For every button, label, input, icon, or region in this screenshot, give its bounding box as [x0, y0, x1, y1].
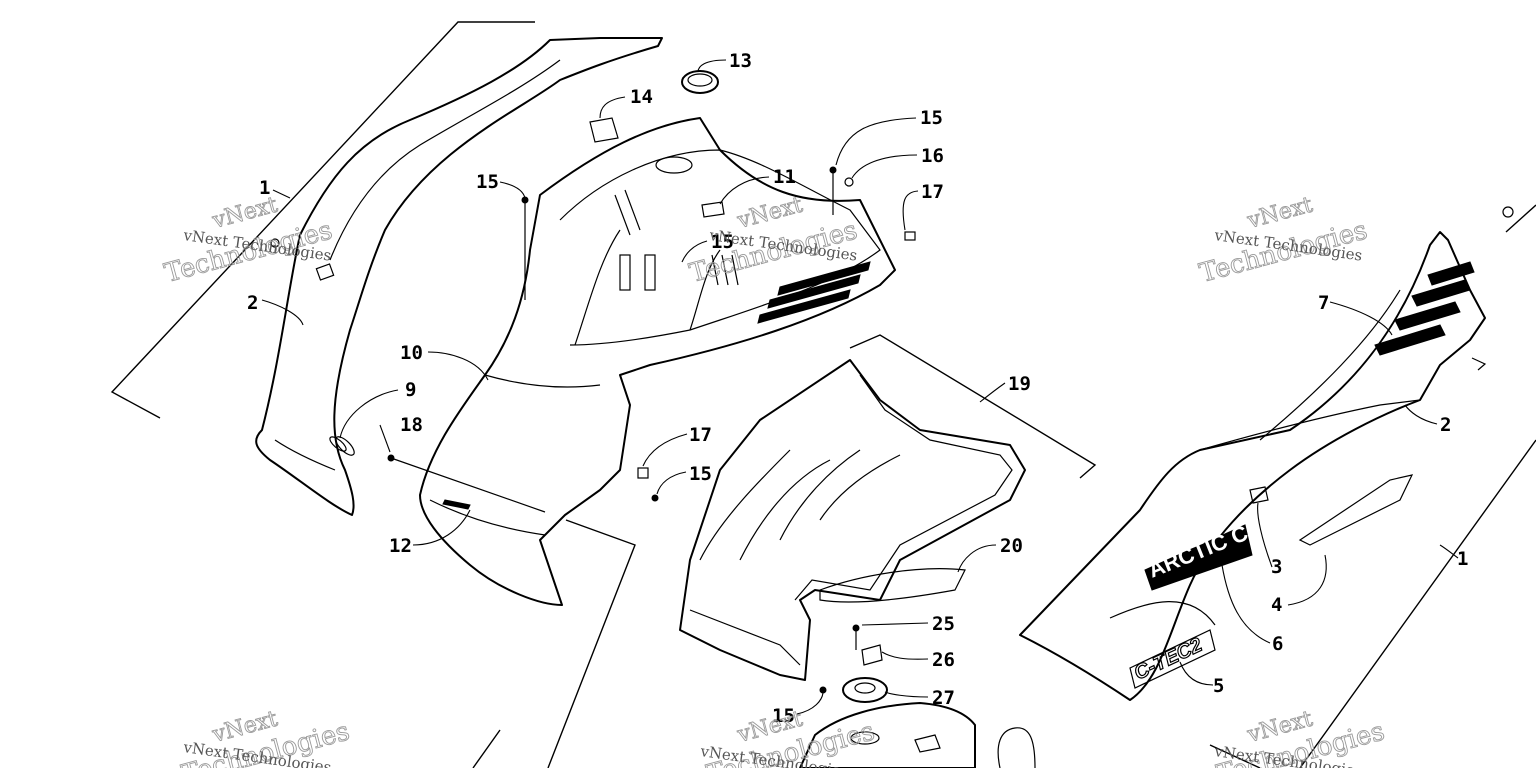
callout-10[interactable]: 10	[400, 342, 423, 364]
watermark-line1: vNext	[1244, 193, 1315, 235]
callout-6[interactable]: 6	[1272, 633, 1283, 655]
callout-26[interactable]: 26	[932, 649, 955, 671]
callout-15-c[interactable]: 15	[920, 107, 943, 129]
callout-25[interactable]: 25	[932, 613, 955, 635]
callout-2-left[interactable]: 2	[247, 292, 258, 314]
callout-19[interactable]: 19	[1008, 373, 1031, 395]
callout-15-d[interactable]: 15	[689, 463, 712, 485]
bottom-tank	[799, 702, 1036, 768]
callout-2-right[interactable]: 2	[1440, 414, 1451, 436]
callout-4[interactable]: 4	[1271, 594, 1282, 616]
callout-3[interactable]: 3	[1271, 556, 1282, 578]
callout-15-e[interactable]: 15	[772, 705, 795, 727]
callout-15-a[interactable]: 15	[476, 171, 499, 193]
callout-16[interactable]: 16	[921, 145, 944, 167]
callout-1-right[interactable]: 1	[1457, 548, 1468, 570]
callout-5[interactable]: 5	[1213, 675, 1224, 697]
callout-12[interactable]: 12	[389, 535, 412, 557]
watermark-line1: vNext	[209, 193, 280, 235]
callout-20[interactable]: 20	[1000, 535, 1023, 557]
callout-15-b[interactable]: 15	[711, 231, 734, 253]
callout-13[interactable]: 13	[729, 50, 752, 72]
callout-7[interactable]: 7	[1318, 292, 1329, 314]
callout-17-a[interactable]: 17	[921, 181, 944, 203]
inner-liner	[679, 359, 1026, 681]
callout-27[interactable]: 27	[932, 687, 955, 709]
callout-1-left[interactable]: 1	[259, 177, 270, 199]
hardware	[387, 166, 916, 703]
callout-17-b[interactable]: 17	[689, 424, 712, 446]
callout-9[interactable]: 9	[405, 379, 416, 401]
frame-lines	[110, 21, 1536, 768]
hood	[329, 70, 896, 606]
callout-18[interactable]: 18	[400, 414, 423, 436]
callout-14[interactable]: 14	[630, 86, 653, 108]
right-side-panel: ARCTIC CAT C-TEC2	[1019, 206, 1514, 701]
callouts: 1 2 9 10 18 12 14 13 15 15 11 15 16 17 1…	[247, 50, 1468, 727]
leader-lines	[261, 59, 1459, 715]
callout-11[interactable]: 11	[773, 166, 796, 188]
